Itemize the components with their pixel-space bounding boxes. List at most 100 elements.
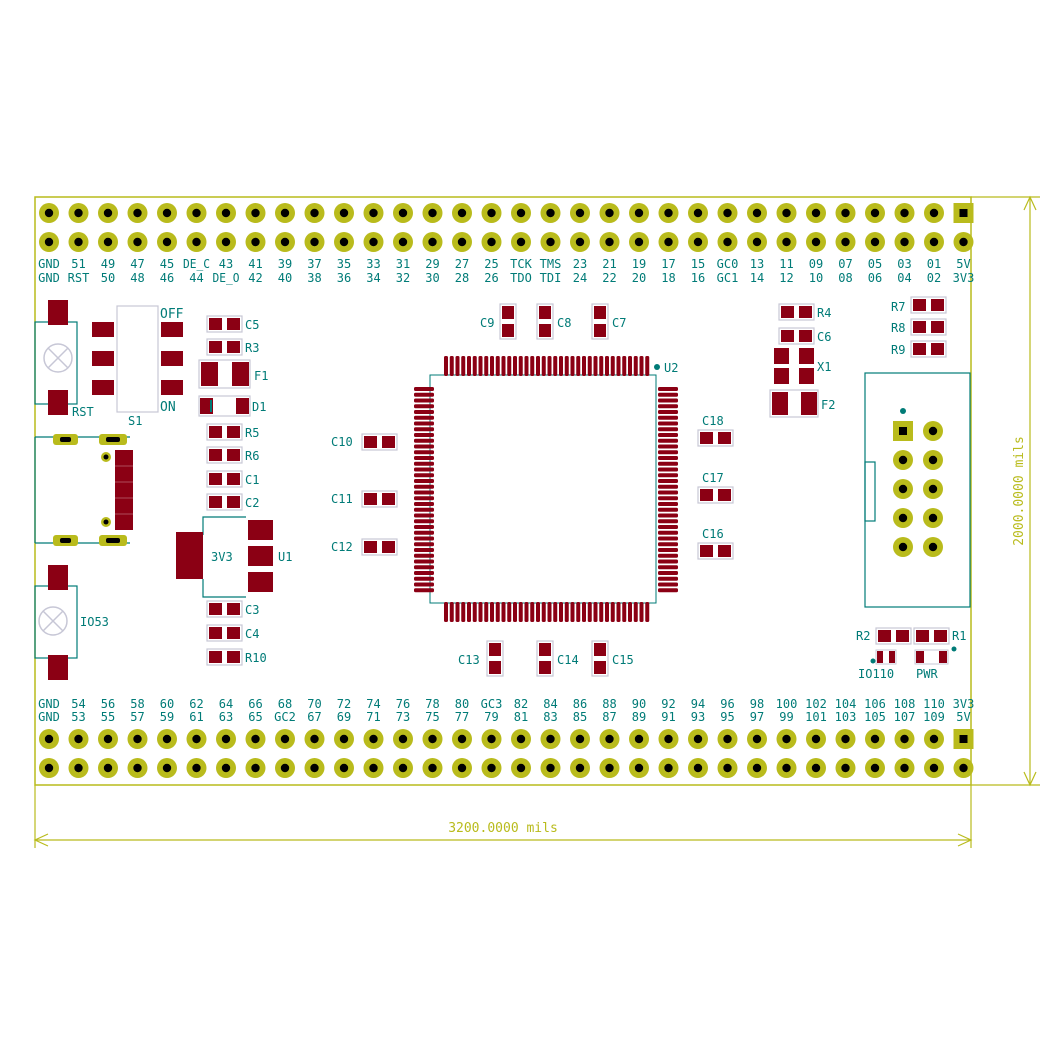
pin-label: 40	[278, 271, 292, 285]
pin-label: 70	[307, 697, 321, 711]
pin-label: TDO	[510, 271, 532, 285]
pin-label: 45	[160, 257, 174, 271]
pin-label: 46	[160, 271, 174, 285]
c8-label: C8	[557, 316, 571, 330]
pin-label: 87	[602, 710, 616, 724]
pin-label: 29	[425, 257, 439, 271]
pin-label: 39	[278, 257, 292, 271]
pin-label: 109	[923, 710, 945, 724]
pin-label: GND	[38, 710, 60, 724]
smd-pair	[910, 340, 947, 358]
pin-label: 98	[750, 697, 764, 711]
smd-pair	[913, 627, 950, 645]
pin-label: 41	[248, 257, 262, 271]
jtag-box-header-footprint	[864, 372, 971, 608]
pin-label: 03	[897, 257, 911, 271]
pin-label: 22	[602, 271, 616, 285]
c12-label: C12	[331, 540, 353, 554]
smd-pair	[206, 338, 243, 356]
smd-pair	[206, 624, 243, 642]
io110-label: IO110	[858, 667, 894, 681]
pin-label: 09	[809, 257, 823, 271]
pin-label: 27	[455, 257, 469, 271]
pin-label: 43	[219, 257, 233, 271]
pin-label: 71	[366, 710, 380, 724]
dimension-height	[971, 195, 1040, 787]
pin-label: 84	[543, 697, 557, 711]
c2-label: C2	[245, 496, 259, 510]
c13-label: C13	[458, 653, 480, 667]
pin-label: 07	[838, 257, 852, 271]
smd-pair	[697, 429, 734, 447]
pin-label: 54	[71, 697, 85, 711]
pin-label: 76	[396, 697, 410, 711]
smd-pair	[875, 627, 912, 645]
pin-label: 83	[543, 710, 557, 724]
smd-pair	[778, 327, 815, 345]
pin-label: 95	[720, 710, 734, 724]
smd-pair	[361, 433, 398, 451]
pin-label: 67	[307, 710, 321, 724]
smd-passives	[206, 296, 950, 677]
pin-label: 58	[130, 697, 144, 711]
smd-pair	[499, 303, 517, 340]
pin-label: 21	[602, 257, 616, 271]
height-dimension-label: 2000.0000 mils	[1012, 436, 1027, 546]
c17-label: C17	[702, 471, 724, 485]
pin-label: GND	[38, 257, 60, 271]
r5-label: R5	[245, 426, 259, 440]
io53-button-footprint	[34, 565, 78, 680]
pin-label: 68	[278, 697, 292, 711]
c15-label: C15	[612, 653, 634, 667]
pin-label: 85	[573, 710, 587, 724]
pin-label: 96	[720, 697, 734, 711]
pin-label: 106	[864, 697, 886, 711]
c9-label: C9	[480, 316, 494, 330]
pin-label: 44	[189, 271, 203, 285]
pin-label: 110	[923, 697, 945, 711]
pin-label: 06	[868, 271, 882, 285]
pin-label: 88	[602, 697, 616, 711]
pin-label: 78	[425, 697, 439, 711]
u1-label: U1	[278, 550, 292, 564]
usb-connector-footprint	[34, 434, 133, 546]
pin-label: 13	[750, 257, 764, 271]
c11-label: C11	[331, 492, 353, 506]
pin-label: 66	[248, 697, 262, 711]
pin-label: 23	[573, 257, 587, 271]
smd-pair	[591, 303, 609, 340]
pin-label: 89	[632, 710, 646, 724]
pin-label: 100	[776, 697, 798, 711]
pin-label: 34	[366, 271, 380, 285]
c4-label: C4	[245, 627, 259, 641]
pin-label: 32	[396, 271, 410, 285]
pin-label: 53	[71, 710, 85, 724]
u1-regulator-footprint	[176, 516, 273, 598]
pin-label: 04	[897, 271, 911, 285]
smd-pair	[206, 315, 243, 333]
pin-label: 56	[101, 697, 115, 711]
f2-label: F2	[821, 398, 835, 412]
pin-label: GND	[38, 697, 60, 711]
c14-label: C14	[557, 653, 579, 667]
pin-label: 99	[779, 710, 793, 724]
pin-label: 33	[366, 257, 380, 271]
smd-pair	[778, 303, 815, 321]
smd-pair	[206, 446, 243, 464]
pin-label: 15	[691, 257, 705, 271]
pin-label: 5V	[956, 257, 970, 271]
pin-label: RST	[68, 271, 90, 285]
r4-label: R4	[817, 306, 831, 320]
pin-label: 101	[805, 710, 827, 724]
pin-label: 102	[805, 697, 827, 711]
header-top-pins	[39, 203, 974, 252]
pin-label: 14	[750, 271, 764, 285]
pin-label: 35	[337, 257, 351, 271]
pin-label: 30	[425, 271, 439, 285]
pin-label: 5V	[956, 710, 970, 724]
pin-label: 77	[455, 710, 469, 724]
c7-label: C7	[612, 316, 626, 330]
pin-label: GND	[38, 271, 60, 285]
pin-label: 79	[484, 710, 498, 724]
